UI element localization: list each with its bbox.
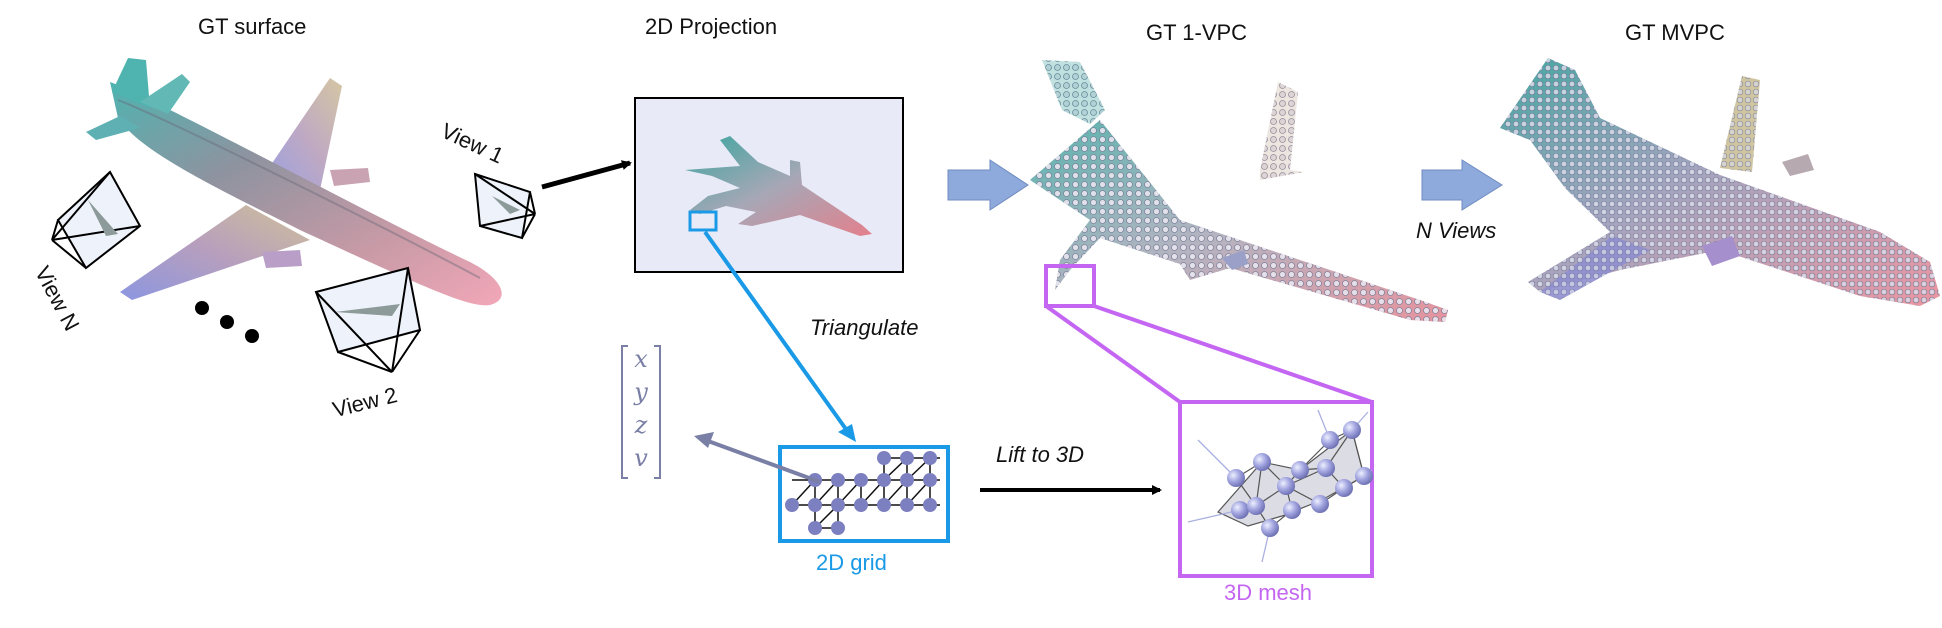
ellipsis-dot [245,329,259,343]
gt-surface-airplane [86,58,502,306]
ellipsis-dot [195,301,209,315]
camera-frustum-viewN [51,170,142,270]
flow-arrow-1 [947,159,1029,211]
label-gt-1vpc: GT 1-VPC [1146,20,1248,45]
projection-panel [634,97,904,273]
label-3d-mesh: 3D mesh [1224,580,1313,605]
mesh-3d [1178,400,1374,578]
vector-xyzv: x y z v [618,343,664,481]
vector-arrowhead [694,432,714,448]
vector-component-v: v [634,444,648,472]
label-gt-surface: GT surface [198,14,307,39]
arrow-to-projection [541,160,632,190]
label-gt-mvpc: GT MVPC [1625,20,1725,45]
vector-component-x: x [634,345,648,373]
zoom-line [1044,304,1182,404]
zoom-line [1093,304,1373,404]
triangulate-arrow [703,230,850,434]
ellipsis-dot [220,315,234,329]
gt-1vpc-pointcloud [1030,60,1448,322]
vector-brackets [621,345,661,479]
flow-arrow-2 [1421,159,1503,211]
vector-component-y: y [634,378,648,406]
label-lift-to-3d: Lift to 3D [996,442,1085,467]
camera-frustum-view1 [473,172,536,240]
grid-2d [778,445,950,543]
label-2d-grid: 2D grid [816,550,887,575]
vector-component-z: z [634,411,648,439]
camera-frustum-view2 [314,266,422,373]
label-triangulate: Triangulate [810,315,919,340]
triangulate-arrowhead [838,424,856,442]
vector-arrow [707,439,821,484]
label-n-views: N Views [1416,218,1497,243]
label-2d-projection: 2D Projection [645,14,778,39]
gt-mvpc-pointcloud [1500,58,1940,306]
